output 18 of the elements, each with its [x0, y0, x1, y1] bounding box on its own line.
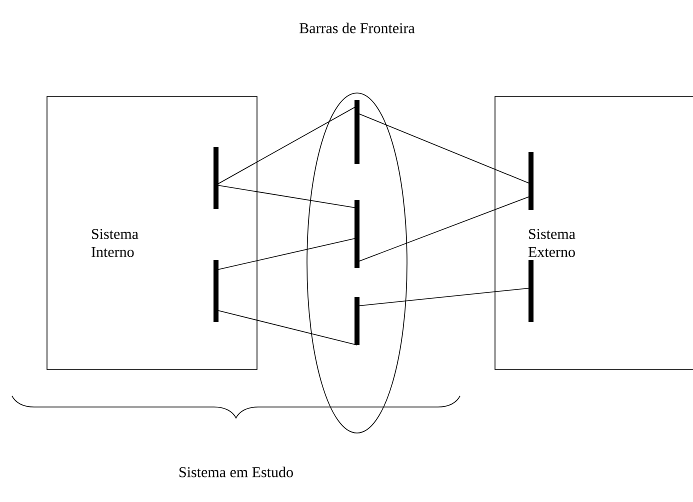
bus-bar	[354, 200, 360, 268]
connection-line	[356, 196, 532, 262]
bus-bar	[528, 152, 534, 210]
connection-line	[216, 238, 358, 270]
bus-bar	[354, 296, 360, 345]
bus-bar	[354, 100, 360, 164]
connection-line	[216, 106, 358, 186]
connection-line	[216, 310, 358, 346]
connection-line	[356, 112, 532, 184]
connection-line	[216, 184, 358, 208]
box-label: Sistema Externo	[528, 228, 576, 258]
ellipse-heading: Barras de Fronteira	[300, 22, 415, 34]
bus-bar	[214, 260, 218, 322]
connection-line	[356, 288, 532, 306]
bus-bar	[214, 146, 218, 209]
box-label: Sistema Interno	[92, 228, 138, 258]
bus-bar	[528, 260, 534, 322]
brace-label: Sistema em Estudo	[180, 466, 293, 478]
